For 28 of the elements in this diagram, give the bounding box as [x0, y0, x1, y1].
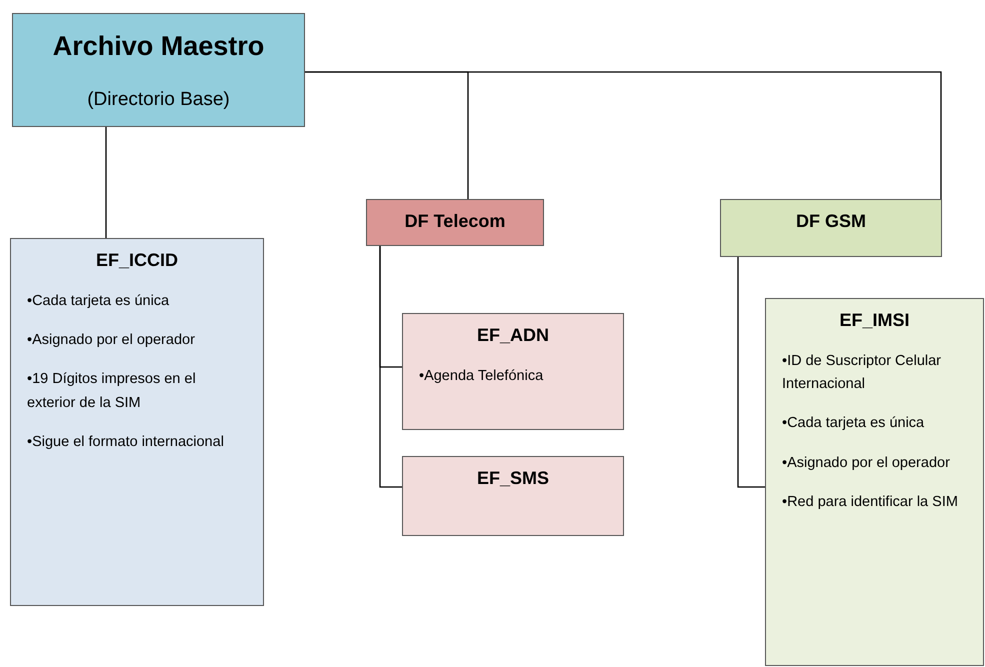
- bullet-text: •Cada tarjeta es única: [26, 292, 170, 311]
- node-title: EF_ICCID: [96, 249, 178, 272]
- file-box: [765, 298, 984, 666]
- node-title: Archivo Maestro: [52, 30, 264, 62]
- connector-line: [379, 246, 402, 488]
- node-title: DF Telecom: [404, 210, 506, 233]
- bullet-text: •Asignado por el operador: [26, 331, 196, 350]
- connector-line: [305, 71, 942, 199]
- directory-box: [366, 199, 544, 246]
- node-title: EF_SMS: [476, 467, 550, 490]
- node-title: EF_IMSI: [839, 309, 910, 332]
- bullet-text: •Cada tarjeta es única: [781, 414, 926, 434]
- bullet-text: •Red para identificar la SIM: [781, 492, 959, 512]
- node-title: DF GSM: [796, 210, 866, 233]
- bullet-text: •Sigue el formato internacional: [26, 432, 225, 452]
- file-box: [10, 238, 264, 606]
- bullet-text: •Asignado por el operador: [781, 454, 951, 473]
- connector-line: [737, 257, 765, 488]
- node-subtitle: (Directorio Base): [87, 88, 230, 112]
- node-title: EF_ADN: [476, 324, 549, 347]
- root-directory-box: [12, 13, 305, 127]
- file-box: [402, 313, 624, 430]
- file-box: [402, 456, 624, 536]
- connector-line: [105, 127, 107, 238]
- bullet-text: •ID de Suscriptor Celular Internacional: [781, 352, 942, 394]
- bullet-text: •19 Dígitos impresos en el exterior de la SIM: [26, 370, 197, 413]
- directory-box: [720, 199, 942, 257]
- bullet-text: •Agenda Telefónica: [418, 367, 544, 386]
